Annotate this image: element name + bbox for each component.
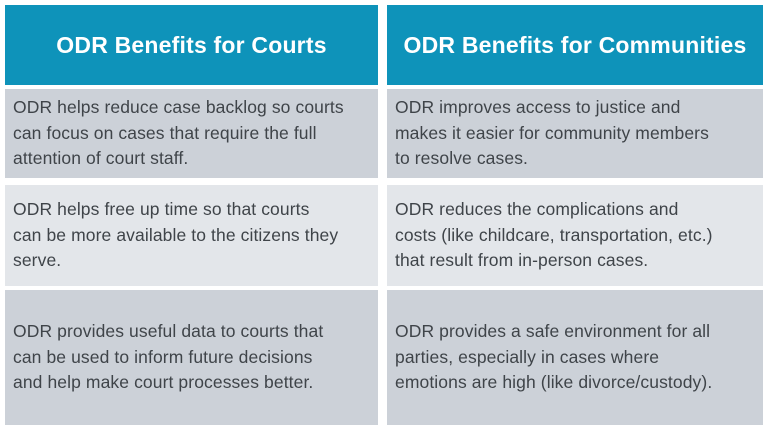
row-2-courts-text: ODR helps free up time so that courts ca… <box>13 198 339 271</box>
row-1-communities-text: ODR improves access to justice and makes… <box>395 96 709 169</box>
table-row-1-communities-cell: ODR improves access to justice and makes… <box>387 89 763 178</box>
header-cell-courts: ODR Benefits for Courts <box>5 5 378 85</box>
row-3-communities-text: ODR provides a safe environment for all … <box>395 320 713 393</box>
header-label-courts: ODR Benefits for Courts <box>56 31 327 58</box>
table-row-1-courts-cell: ODR helps reduce case backlog so courts … <box>5 89 378 178</box>
table-row-2-courts-cell: ODR helps free up time so that courts ca… <box>5 185 378 286</box>
table-row-3-courts-cell: ODR provides useful data to courts that … <box>5 290 378 425</box>
header-cell-communities: ODR Benefits for Communities <box>387 5 763 85</box>
header-label-communities: ODR Benefits for Communities <box>403 31 747 58</box>
row-2-communities-text: ODR reduces the complications and costs … <box>395 198 713 271</box>
row-3-courts-text: ODR provides useful data to courts that … <box>13 320 324 393</box>
row-1-courts-text: ODR helps reduce case backlog so courts … <box>13 96 344 169</box>
table-row-2-communities-cell: ODR reduces the complications and costs … <box>387 185 763 286</box>
table-row-3-communities-cell: ODR provides a safe environment for all … <box>387 290 763 425</box>
